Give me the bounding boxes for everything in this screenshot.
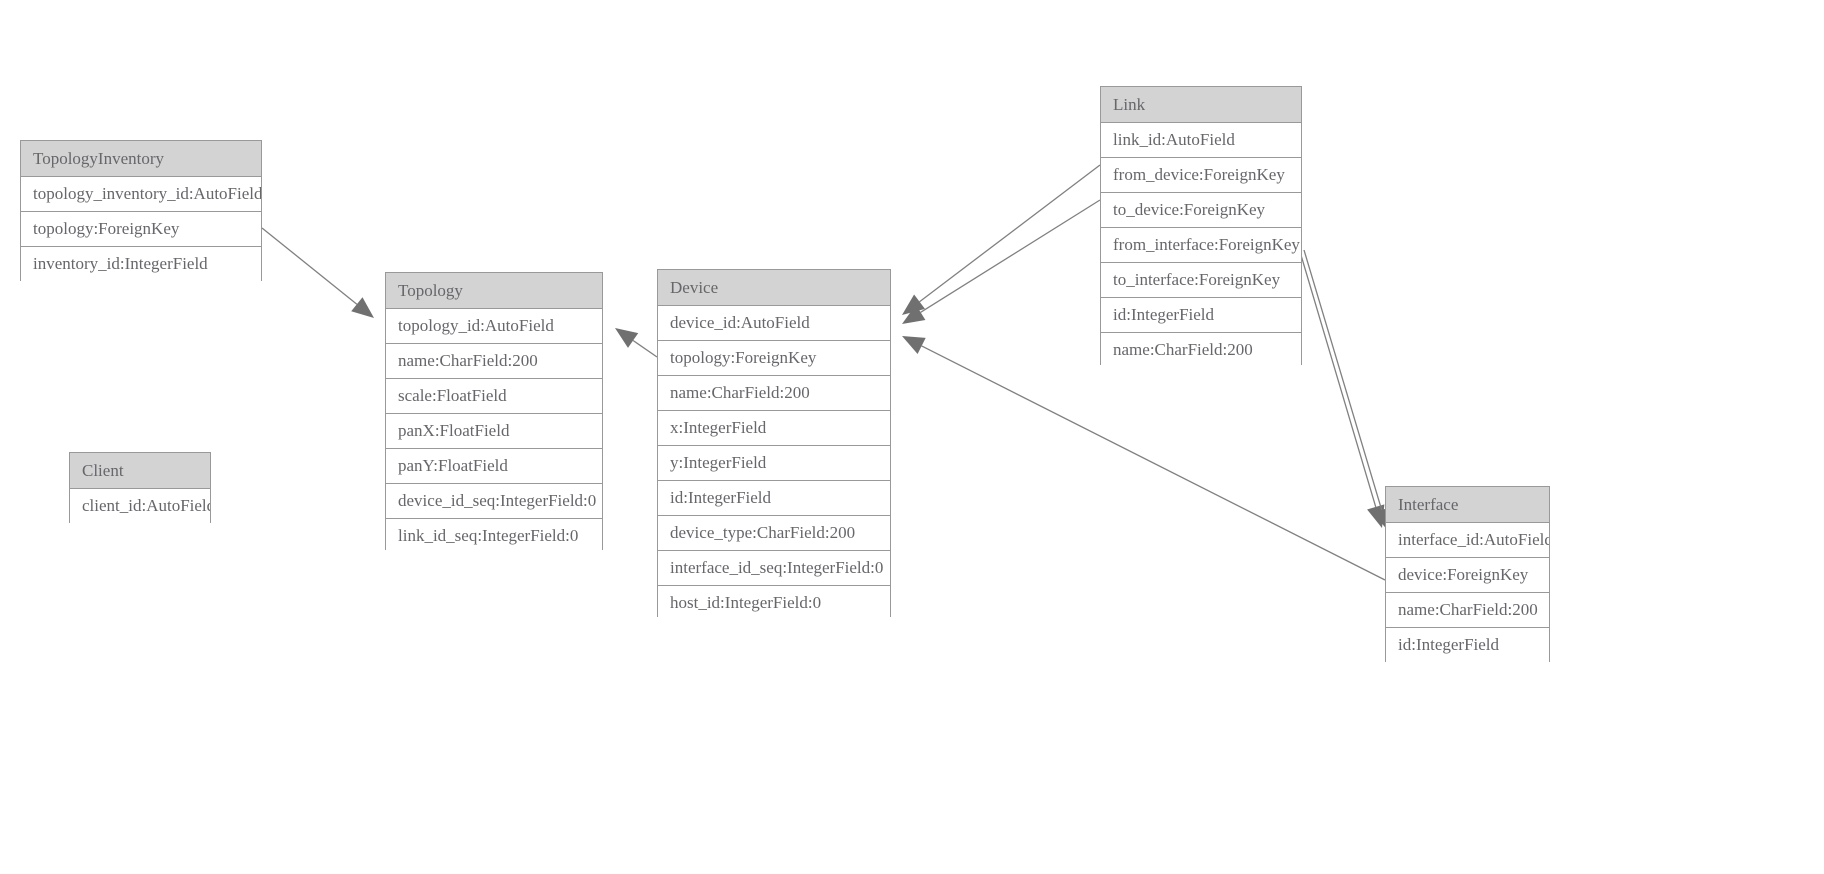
entity-field-row: interface_id:AutoField (1386, 523, 1549, 558)
relationship-line (921, 345, 1386, 581)
entity-title: Device (658, 270, 890, 306)
entity-field-row: topology:ForeignKey (21, 212, 261, 247)
relationship-line (632, 339, 658, 358)
entity-field-row: device:ForeignKey (1386, 558, 1549, 593)
entity-field-row: name:CharField:200 (1101, 333, 1301, 368)
relationship-line (1297, 244, 1377, 508)
entity-field-row: device_type:CharField:200 (658, 516, 890, 551)
entity-field-row: client_id:AutoField (70, 489, 210, 524)
entity-title: Interface (1386, 487, 1549, 523)
entity-field-row: scale:FloatField (386, 379, 602, 414)
entity-field-row: from_device:ForeignKey (1101, 158, 1301, 193)
entity-field-row: x:IntegerField (658, 411, 890, 446)
entity-field-row: link_id_seq:IntegerField:0 (386, 519, 602, 554)
entity-field-row: host_id:IntegerField:0 (658, 586, 890, 621)
arrowhead-filled-triangle-icon (1367, 504, 1385, 528)
entity-field-row: to_device:ForeignKey (1101, 193, 1301, 228)
entity-field-row: topology_inventory_id:AutoField (21, 177, 261, 212)
entity-title: Client (70, 453, 210, 489)
arrowhead-filled-triangle-icon (902, 336, 926, 354)
entity-field-row: id:IntegerField (1386, 628, 1549, 663)
relationship-line (919, 164, 1101, 303)
relationship-edge-link-to-device (902, 199, 1101, 324)
arrowhead-filled-triangle-icon (902, 304, 926, 324)
entity-title: Link (1101, 87, 1301, 123)
arrowhead-filled-triangle-icon (351, 297, 374, 318)
relationship-edge-link-to-interface (1303, 249, 1391, 531)
arrowhead-filled-triangle-icon (902, 294, 925, 315)
relationship-edge-interface-device (902, 336, 1386, 581)
relationship-edge-topologyinventory-topology (261, 227, 374, 318)
entity-field-row: to_interface:ForeignKey (1101, 263, 1301, 298)
entity-field-row: topology_id:AutoField (386, 309, 602, 344)
arrowhead-filled-triangle-icon (615, 328, 639, 348)
entity-field-row: panY:FloatField (386, 449, 602, 484)
entity-title: Topology (386, 273, 602, 309)
entity-field-row: y:IntegerField (658, 446, 890, 481)
relationship-line (920, 199, 1101, 313)
entity-field-row: panX:FloatField (386, 414, 602, 449)
entity-field-row: name:CharField:200 (658, 376, 890, 411)
entity-field-row: name:CharField:200 (386, 344, 602, 379)
entity-field-row: topology:ForeignKey (658, 341, 890, 376)
relationship-edge-link-from-interface (1297, 244, 1385, 528)
relationship-line (1303, 249, 1383, 511)
entity-field-row: link_id:AutoField (1101, 123, 1301, 158)
entity-field-row: interface_id_seq:IntegerField:0 (658, 551, 890, 586)
entity-field-row: from_interface:ForeignKey (1101, 228, 1301, 263)
relationship-line (261, 227, 358, 305)
relationship-edge-link-from-device (902, 164, 1101, 315)
entity-field-row: device_id_seq:IntegerField:0 (386, 484, 602, 519)
entity-field-row: id:IntegerField (658, 481, 890, 516)
entity-field-row: id:IntegerField (1101, 298, 1301, 333)
entity-field-row: name:CharField:200 (1386, 593, 1549, 628)
entity-title: TopologyInventory (21, 141, 261, 177)
relationship-edge-device-topology (615, 328, 658, 358)
entity-field-row: device_id:AutoField (658, 306, 890, 341)
entity-field-row: inventory_id:IntegerField (21, 247, 261, 282)
